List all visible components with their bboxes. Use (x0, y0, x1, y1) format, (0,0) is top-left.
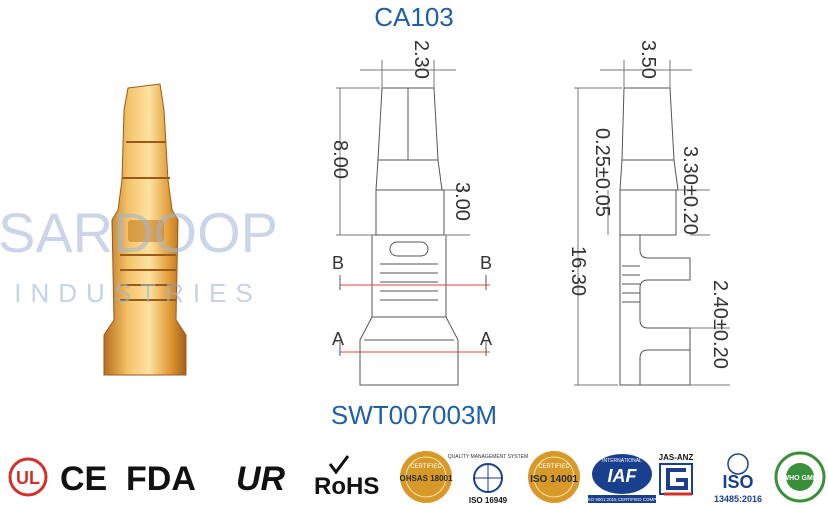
side-dim-gap: 0.25±0.05 (591, 128, 613, 217)
ohsas-18001-seal: CERTIFIED OHSAS 18001 (400, 451, 453, 503)
section-label-b-right: B (480, 253, 492, 273)
svg-text:UL: UL (16, 468, 40, 488)
side-dim-total: 16.30 (567, 246, 589, 296)
part-number: SWT007003M (330, 400, 498, 430)
ce-logo: CE (60, 460, 107, 498)
svg-text:WHO GMP: WHO GMP (783, 475, 818, 482)
svg-text:OHSAS 18001: OHSAS 18001 (400, 474, 453, 483)
terminal-illustration (103, 83, 187, 376)
svg-text:13485:2016: 13485:2016 (714, 494, 762, 504)
side-dim-top: 3.50 (637, 40, 659, 79)
svg-text:CERTIFIED: CERTIFIED (410, 464, 442, 470)
svg-text:QUALITY MANAGEMENT SYSTEM: QUALITY MANAGEMENT SYSTEM (448, 454, 528, 460)
product-photo: SARDOOP INDUSTRIES (0, 83, 278, 376)
side-view-drawing: 3.50 0.25±0.05 3.30±0.20 16.30 2.40±0.20 (567, 40, 731, 386)
jas-anz-logo: JAS-ANZ (659, 453, 694, 496)
svg-text:AN ISO 9001:2015 CERTIFIED COM: AN ISO 9001:2015 CERTIFIED COMPANY (579, 497, 665, 502)
rohs-logo: RoHS (314, 455, 379, 500)
dim-top-width: 2.30 (410, 40, 432, 79)
iso-16949-logo: QUALITY MANAGEMENT SYSTEM ISO 16949 (448, 454, 528, 505)
svg-text:JAS-ANZ: JAS-ANZ (659, 453, 694, 462)
section-label-a-right: A (480, 329, 492, 349)
front-view-drawing: 2.30 8.00 3.00 B B A A (329, 40, 492, 386)
section-label-b-left: B (332, 253, 344, 273)
section-label-a-left: A (332, 329, 344, 349)
side-dim-mid: 3.30±0.20 (679, 146, 701, 235)
certification-logos: UL CE FDA UR RoHS CERTIFIED OHSAS 18001 … (8, 451, 826, 505)
who-gmp-seal: WHO GMP (774, 451, 826, 503)
iso-14001-seal: CERTIFIED ISO 14001 (528, 451, 580, 503)
dim-tip-length: 8.00 (329, 140, 351, 179)
watermark-sub: INDUSTRIES (14, 278, 261, 308)
ul-logo: UL (8, 457, 48, 497)
svg-text:ISO: ISO (722, 472, 753, 492)
iso-13485-logo: ISO 13485:2016 (714, 453, 762, 504)
iaf-logo: INTERNATIONAL IAF AN ISO 9001:2015 CERTI… (579, 454, 665, 503)
svg-text:IAF: IAF (608, 466, 638, 486)
svg-text:INTERNATIONAL: INTERNATIONAL (602, 458, 642, 464)
watermark-brand: SARDOOP (0, 201, 278, 264)
svg-text:RoHS: RoHS (314, 473, 379, 500)
svg-text:CERTIFIED: CERTIFIED (538, 464, 570, 470)
model-code-title: CA103 (374, 2, 454, 32)
svg-text:ISO 14001: ISO 14001 (530, 474, 578, 485)
fda-logo: FDA (126, 460, 196, 498)
ur-logo: UR (236, 460, 286, 498)
side-dim-bottom: 2.40±0.20 (709, 280, 731, 369)
svg-text:ISO 16949: ISO 16949 (469, 496, 508, 505)
dim-mid-width: 3.00 (451, 182, 473, 221)
